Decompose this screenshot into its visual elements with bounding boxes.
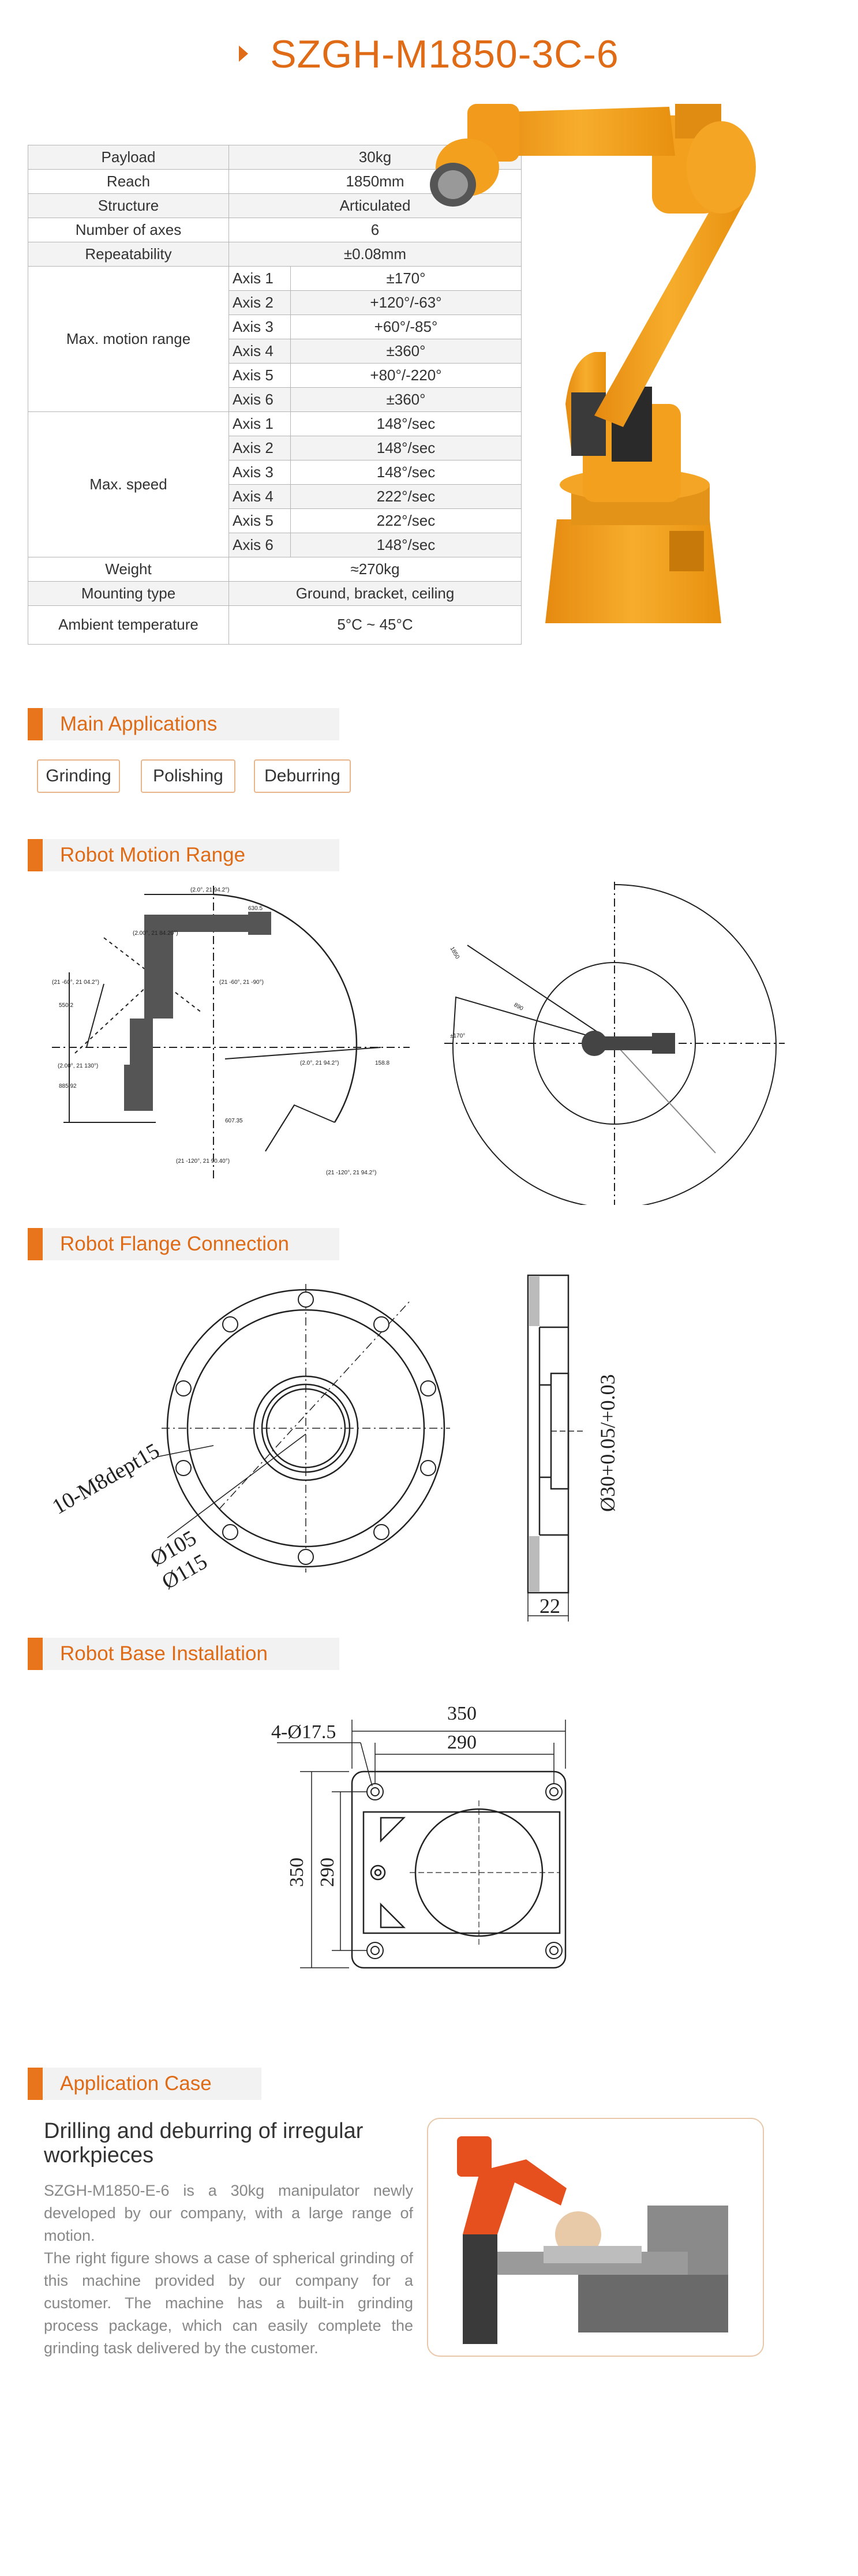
table-row: Repeatability±0.08mm: [28, 242, 522, 267]
radius-label: 1850: [448, 946, 460, 960]
case-paragraph-2: The right figure shows a case of spheric…: [44, 2249, 413, 2357]
application-tag: Grinding: [37, 759, 120, 793]
table-row: Axis 3+60°/-85°: [28, 314, 522, 339]
dimension-label: 607.35: [225, 1118, 243, 1124]
dimension-label: 158.8: [375, 1060, 389, 1066]
motion-label: (2.0°, 21 94.2°): [300, 1060, 339, 1066]
section-header-motion: Robot Motion Range: [28, 839, 339, 871]
flange-front-drawing: 10-M8dept15 Ø105 Ø115: [48, 1284, 450, 1594]
thickness-label: 22: [539, 1594, 560, 1618]
angle-label: ±170°: [450, 1033, 465, 1039]
motion-label: (21 -120°, 21 90.40°): [176, 1158, 230, 1165]
motion-label: (2.0°, 21 94.2°): [190, 887, 229, 893]
case-heading: Drilling and deburring of irregular work…: [44, 2119, 364, 2167]
table-row: Axis 6±360°: [28, 387, 522, 412]
section-header-applications: Main Applications: [28, 708, 339, 740]
application-tag: Polishing: [141, 759, 235, 793]
holes-label: 10-M8dept15: [48, 1439, 164, 1519]
table-row: Axis 4±360°: [28, 339, 522, 364]
dimension-label: 290: [317, 1858, 338, 1887]
base-drawing: 350 290 4-Ø17.5 350 290: [271, 1703, 567, 1969]
case-paragraph-1: SZGH-M1850-E-6 is a 30kg manipulator new…: [44, 2182, 413, 2244]
dimension-label: 630.5: [248, 905, 263, 912]
table-row: Axis 5+80°/-220°: [28, 363, 522, 388]
motion-label: (21 -60°, 21 -90°): [219, 979, 264, 986]
radius-label: 890: [513, 1002, 524, 1012]
triangle-icon: [239, 46, 249, 62]
motion-side-diagram: (2.0°, 21 94.2°) (2.00°, 21 84.20°) (21 …: [52, 886, 410, 1180]
section-header-case: Application Case: [28, 2068, 261, 2100]
dimension-label: 885.92: [59, 1083, 77, 1089]
table-row: Axis 2+120°/-63°: [28, 290, 522, 315]
table-row: Weight≈270kg: [28, 557, 522, 582]
grinding-robot-image: [457, 2136, 728, 2344]
motion-label: (2.00°, 21 130°): [58, 1063, 98, 1069]
page-title: SZGH-M1850-3C-6: [0, 32, 858, 77]
section-header-flange: Robot Flange Connection: [28, 1228, 339, 1260]
holes-label: 4-Ø17.5: [271, 1721, 336, 1743]
dimension-label: 350: [447, 1703, 477, 1724]
dimension-label: 550.2: [59, 1002, 73, 1009]
flange-side-drawing: Ø30+0.05/+0.03 22: [527, 1274, 619, 1622]
case-image: [427, 2118, 764, 2357]
section-header-base: Robot Base Installation: [28, 1638, 339, 1670]
motion-label: (2.00°, 21 84.20°): [133, 930, 178, 937]
motion-label: (21 -60°, 21 04.2°): [52, 979, 99, 986]
motion-top-diagram: ±170° 1850 890: [444, 882, 785, 1205]
dimension-label: 290: [447, 1732, 477, 1753]
dimension-label: 350: [286, 1858, 308, 1887]
application-tag: Deburring: [254, 759, 351, 793]
robot-image: [430, 104, 756, 623]
motion-label: (21 -120°, 21 94.2°): [326, 1170, 377, 1176]
bore-label: Ø30+0.05/+0.03: [596, 1374, 619, 1512]
